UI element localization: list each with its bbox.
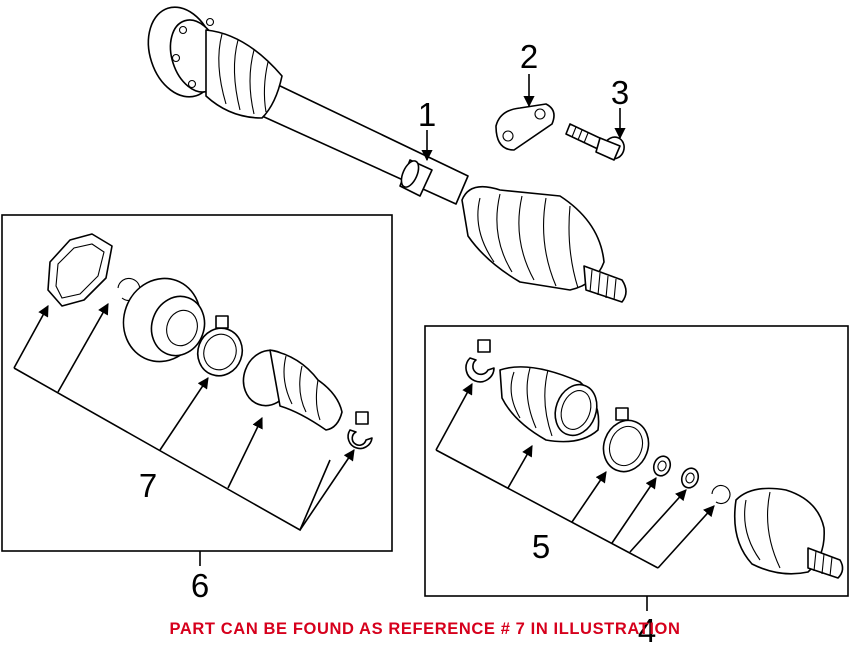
callout-7: 7 bbox=[139, 467, 157, 504]
kit-4-leaders bbox=[435, 383, 715, 611]
lock-plate bbox=[495, 103, 555, 151]
kit-6-leaders bbox=[13, 303, 355, 566]
kit-box-6 bbox=[1, 214, 393, 552]
callout-3: 3 bbox=[611, 74, 629, 111]
reference-note: PART CAN BE FOUND AS REFERENCE # 7 IN IL… bbox=[169, 620, 681, 638]
kit-6-parts bbox=[47, 233, 373, 450]
callout-6: 6 bbox=[191, 567, 209, 604]
kit-box-4 bbox=[424, 325, 849, 597]
axle-shaft-assembly bbox=[147, 6, 627, 303]
callout-5: 5 bbox=[532, 528, 550, 565]
bolt bbox=[565, 123, 625, 161]
callout-2: 2 bbox=[520, 38, 538, 75]
callout-4: 4 bbox=[638, 612, 656, 649]
kit-4-parts bbox=[465, 339, 844, 579]
callout-1: 1 bbox=[418, 96, 436, 133]
